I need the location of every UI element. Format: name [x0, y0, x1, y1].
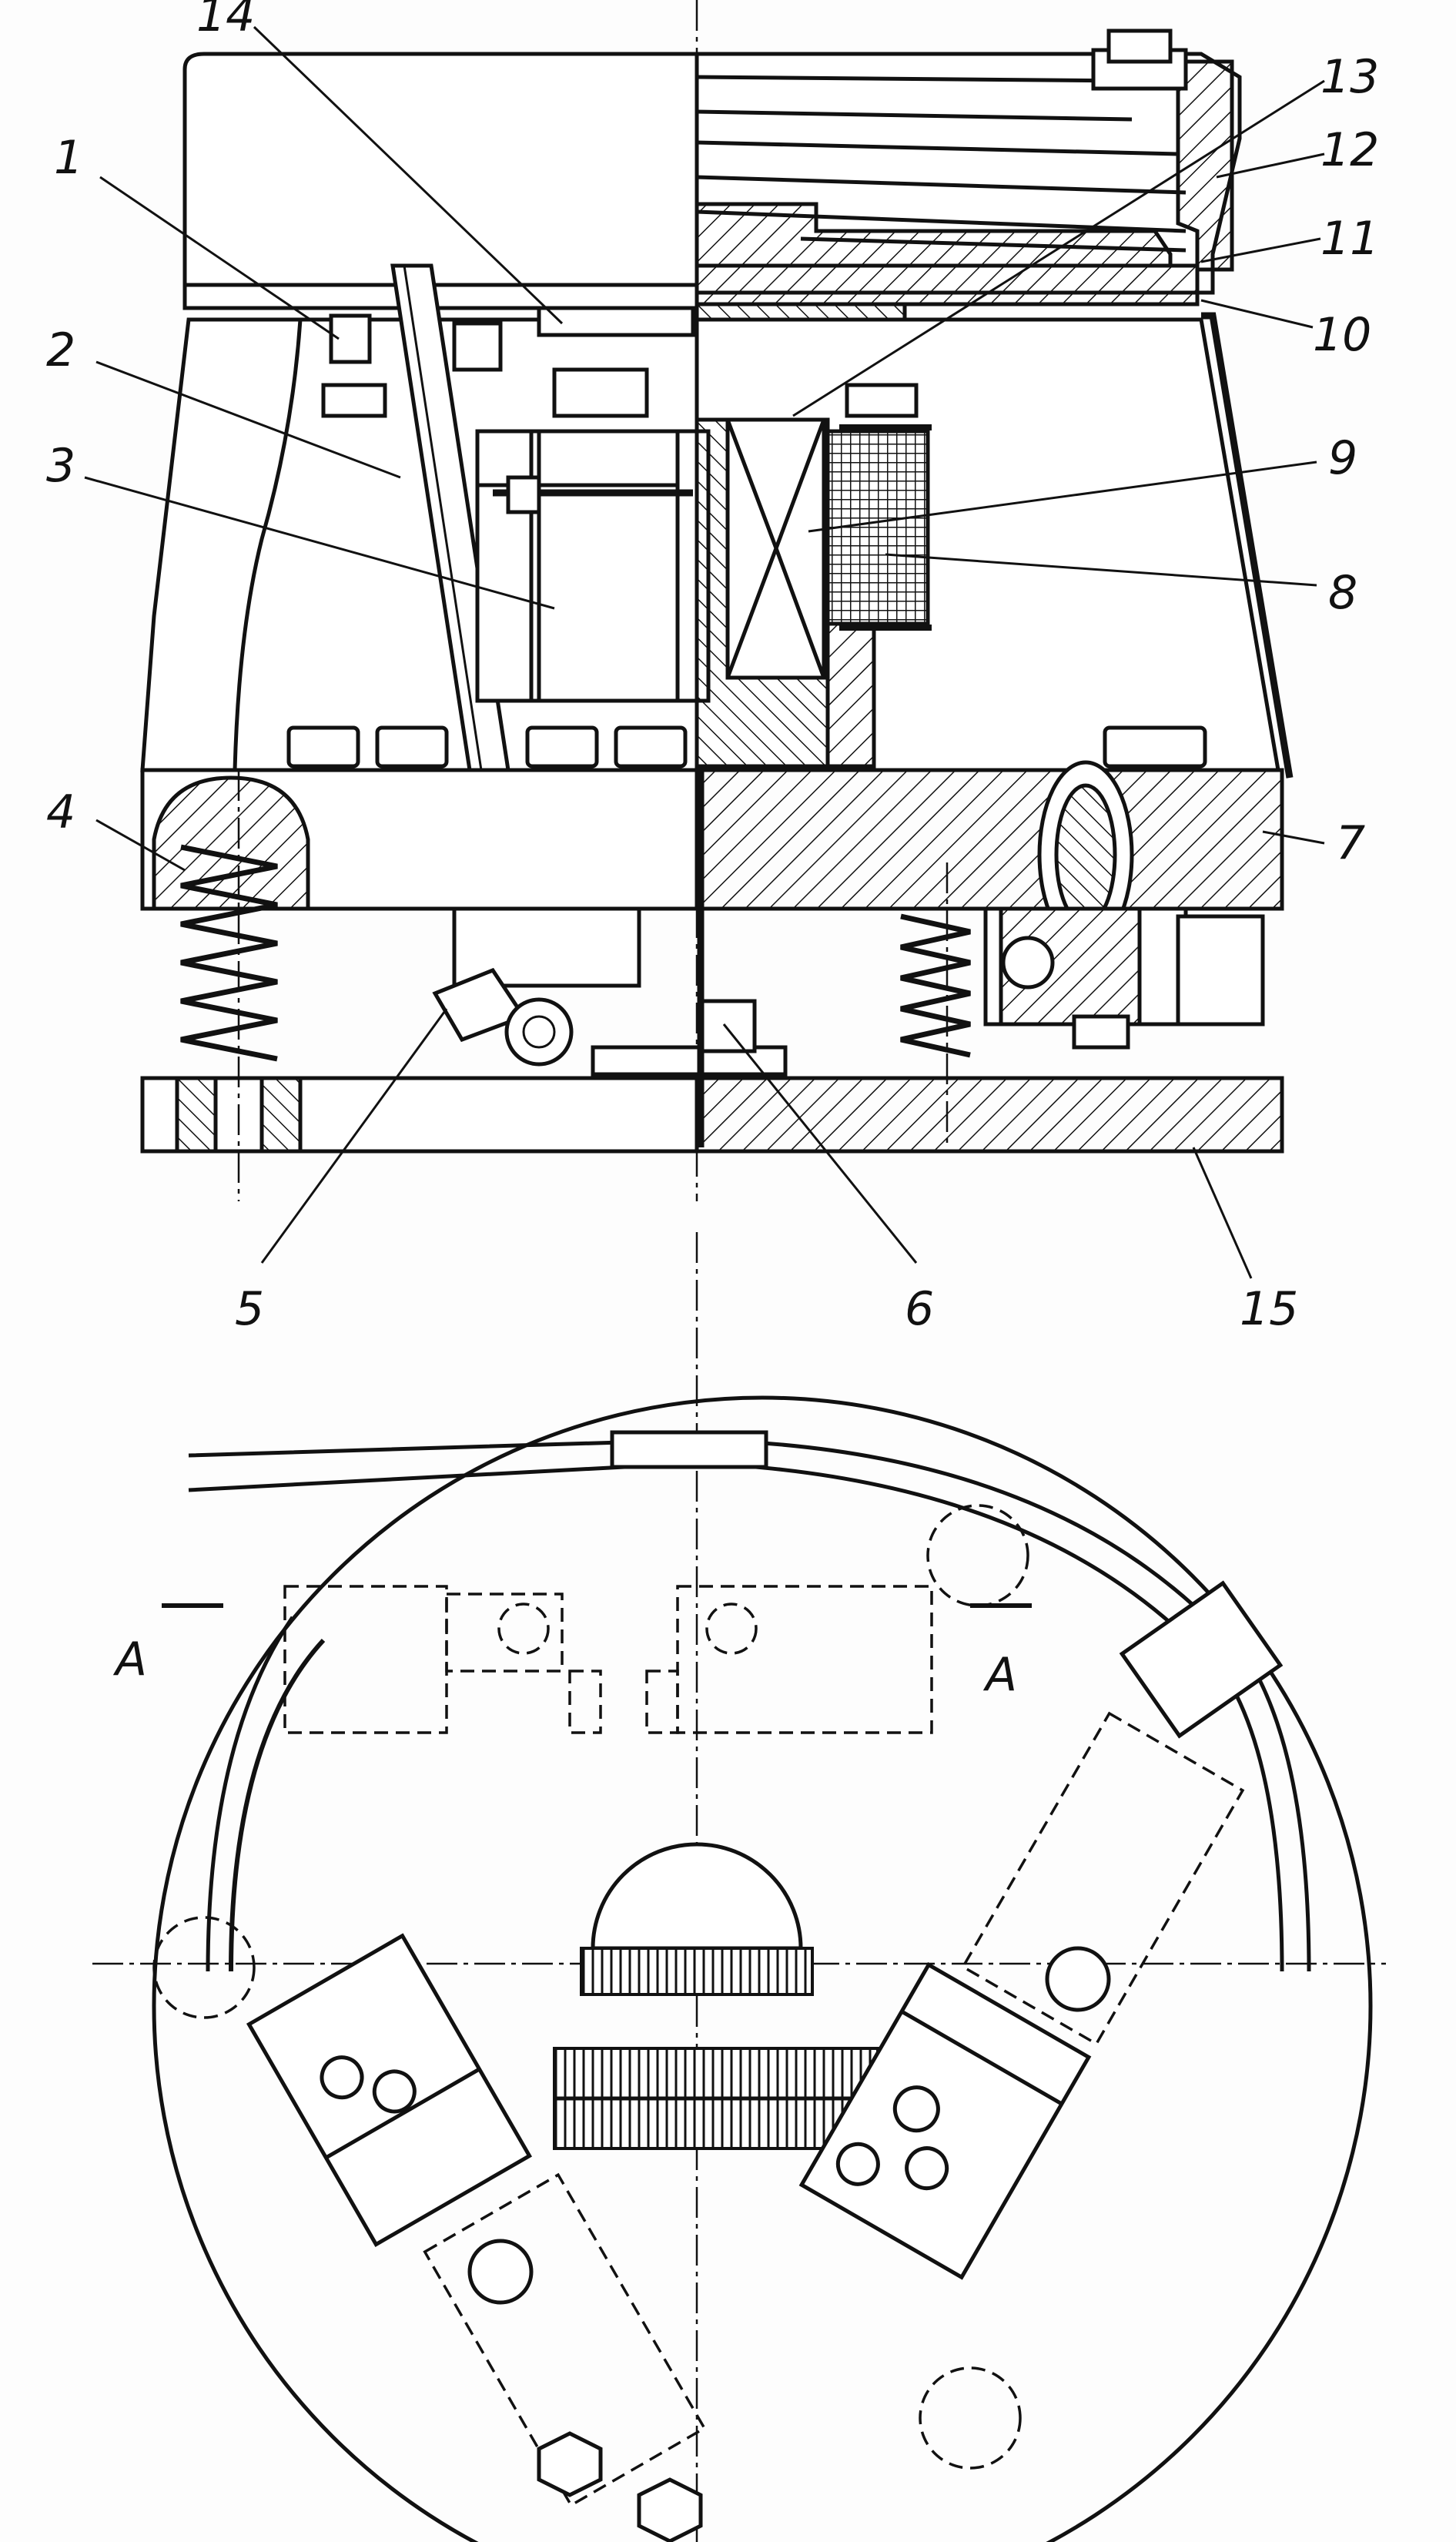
- base-plate-7: [695, 768, 1284, 911]
- hub-dome: [591, 1842, 803, 1951]
- hex-bolt-side: [452, 321, 503, 372]
- mount-plate-14: [537, 306, 695, 337]
- track-clamp-top: [1106, 28, 1173, 64]
- foot-plate-15: [695, 1076, 1284, 1154]
- callout-11: 11: [1320, 212, 1379, 266]
- coil-winding: [825, 429, 930, 626]
- right-pivot: [1045, 1946, 1111, 2012]
- callout-3: 3: [46, 439, 75, 493]
- core-cross: [725, 419, 826, 678]
- leader-lines: [84, 25, 1325, 1279]
- plan-view: [92, 1232, 1386, 2542]
- section-label-left: A: [112, 1633, 147, 1686]
- callout-7: 7: [1336, 816, 1365, 870]
- mount-circle-3: [919, 2366, 1022, 2470]
- eccentric-core: [1054, 783, 1117, 926]
- right-pin: [1001, 936, 1055, 990]
- spring-right: [900, 913, 971, 1058]
- right-stop: [1176, 914, 1265, 1027]
- spring-4: [180, 844, 278, 1062]
- clamp-nut: [504, 997, 574, 1067]
- section-label-right: A: [982, 1648, 1017, 1702]
- callout-13: 13: [1320, 50, 1379, 104]
- callout-2: 2: [46, 323, 75, 377]
- left-pivot: [467, 2239, 534, 2305]
- track-left-arc2: [206, 1616, 295, 1972]
- callout-6: 6: [905, 1282, 934, 1336]
- housing-cover-edge: [1201, 312, 1294, 779]
- mount-circle-1: [926, 1504, 1029, 1607]
- spring-cup-left: [152, 775, 310, 911]
- magnet-block-left: [283, 1585, 448, 1734]
- right-nut: [1072, 1014, 1130, 1050]
- mount-circle-2: [152, 1916, 256, 2019]
- left-hex-nut-2: [637, 2477, 703, 2542]
- magnet-block-right: [676, 1585, 933, 1734]
- left-hex-nut-1: [537, 2431, 603, 2497]
- mount-block: [552, 367, 649, 418]
- base-nuts: [286, 725, 1207, 769]
- stud-nut-1: [321, 383, 387, 418]
- callout-14: 14: [196, 0, 255, 42]
- left-spring-assembly: [246, 1933, 707, 2507]
- bowl-left-body: [182, 52, 699, 310]
- hub-fins-upper: [580, 1947, 814, 1996]
- bowl-base-plate: [695, 263, 1200, 306]
- track-left-arc: [229, 1638, 326, 1972]
- magnet-link: [445, 1593, 564, 1673]
- track-joint: [610, 1430, 768, 1469]
- bowl-base-left: [182, 283, 699, 310]
- bolt-nut: [506, 475, 541, 514]
- mount-nut-right: [845, 383, 919, 418]
- callout-labels: 1 2 3 4 5 6 7 8 9 10 11 12 13 14 15 A A: [46, 0, 1379, 1702]
- housing-break-line: [233, 319, 303, 771]
- coil-holder: [825, 621, 876, 769]
- callout-5: 5: [235, 1282, 264, 1336]
- callout-9: 9: [1328, 431, 1357, 485]
- stud-1: [329, 313, 372, 364]
- magnet-core-3: [537, 429, 695, 703]
- callout-8: 8: [1328, 566, 1357, 620]
- callout-12: 12: [1320, 123, 1379, 177]
- callout-1: 1: [54, 131, 83, 185]
- right-spring-assembly: [798, 1711, 1245, 2280]
- callout-15: 15: [1240, 1282, 1298, 1336]
- track-clamp-plan: [1119, 1580, 1284, 1739]
- section-view: [140, 0, 1294, 1201]
- callout-10: 10: [1313, 308, 1371, 362]
- guide-6: [698, 999, 757, 1053]
- base-disc-outline: [152, 1395, 1373, 2542]
- callout-4: 4: [46, 785, 75, 839]
